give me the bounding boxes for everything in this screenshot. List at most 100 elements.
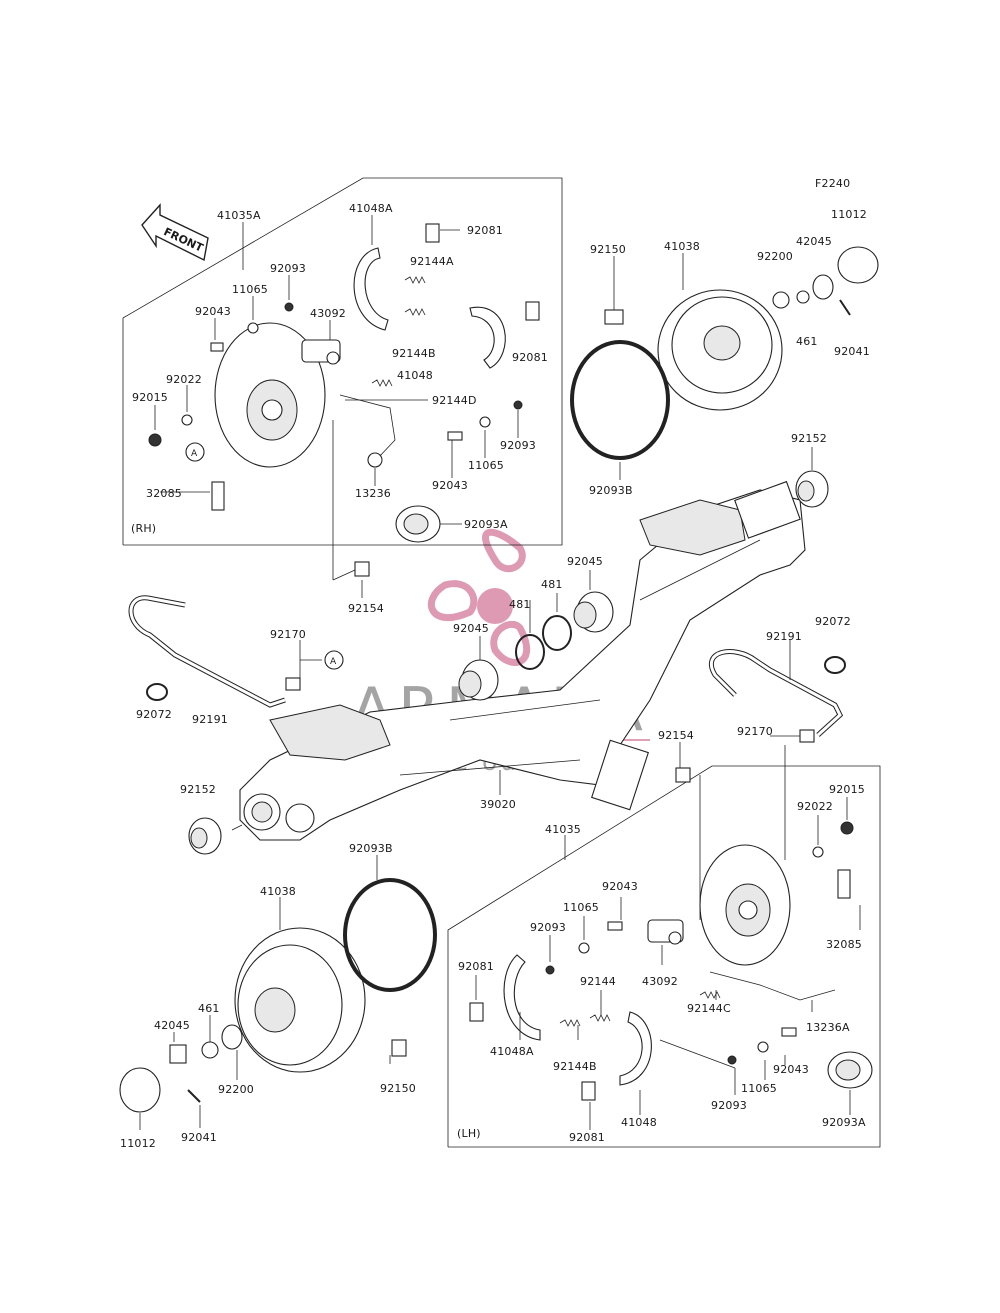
brake-drum-41038-top (657, 289, 783, 411)
brake-shoe-41048A-lh (503, 954, 541, 1041)
label-92144B-rh: 92144B (392, 347, 436, 360)
label-92093-lh-low: 92093 (711, 1099, 747, 1112)
label-41048-rh: 41048 (397, 369, 433, 382)
backing-plate-rh (214, 322, 326, 468)
figure-code: F2240 (815, 177, 850, 190)
label-41048A-rh: 41048A (349, 202, 393, 215)
label-92170-right: 92170 (737, 725, 773, 738)
label-41038-bot: 41038 (260, 885, 296, 898)
label-92200-top: 92200 (757, 250, 793, 263)
brake-shoe-41048A-rh (353, 247, 389, 331)
seal-92093B-bottom (343, 878, 437, 992)
hose-92191-right (708, 649, 844, 737)
label-92045-lower: 92045 (453, 622, 489, 635)
label-92081-lh-top: 92081 (458, 960, 494, 973)
springs-rh (371, 276, 426, 387)
label-92072-right: 92072 (815, 615, 851, 628)
bushing-92045-lower (458, 659, 499, 701)
label-92144B-lh: 92144B (553, 1060, 597, 1073)
label-92093A-rh: 92093A (464, 518, 508, 531)
hub-parts-top (604, 246, 879, 325)
label-92081-rh-top: 92081 (467, 224, 503, 237)
label-92154-right: 92154 (658, 729, 694, 742)
label-42045-bot: 42045 (154, 1019, 190, 1032)
wheel-cylinder-43092-rh (301, 339, 341, 365)
label-92043-rh-top: 92043 (195, 305, 231, 318)
lh-group-frame (447, 765, 881, 1148)
label-41038-top: 41038 (664, 240, 700, 253)
label-92081-rh-mid: 92081 (512, 351, 548, 364)
brake-shoe-41048-rh (469, 306, 506, 369)
small-parts-lh (469, 767, 873, 1101)
label-92144A: 92144A (410, 255, 454, 268)
label-92191-left: 92191 (192, 713, 228, 726)
ring-481-upper (542, 615, 572, 651)
clamp-92072-left (146, 683, 168, 701)
label-92093A-lh: 92093A (822, 1116, 866, 1129)
label-92170-left: 92170 (270, 628, 306, 641)
wheel-cylinder-43092-lh (647, 919, 684, 945)
clip-92170-right (799, 729, 815, 743)
axle-housing-39020 (239, 480, 806, 841)
label-92081-lh-bot: 92081 (569, 1131, 605, 1144)
label-92072-left: 92072 (136, 708, 172, 721)
collar-92152-left (188, 817, 222, 855)
label-43092-lh: 43092 (642, 975, 678, 988)
label-92093B-top: 92093B (589, 484, 633, 497)
label-41048-lh: 41048 (621, 1116, 657, 1129)
label-92154-mid: 92154 (348, 602, 384, 615)
label-11065-lh-low: 11065 (741, 1082, 777, 1095)
label-92015-lh: 92015 (829, 783, 865, 796)
ring-481-lower (515, 634, 545, 670)
label-32085-rh: 32085 (146, 487, 182, 500)
bushing-92045-upper (573, 591, 614, 633)
label-92093B-bot: 92093B (349, 842, 393, 855)
label-32085-lh: 32085 (826, 938, 862, 951)
label-461-bot: 461 (198, 1002, 220, 1015)
label-42045-top: 42045 (796, 235, 832, 248)
label-92041-top: 92041 (834, 345, 870, 358)
label-92043-lh-low: 92043 (773, 1063, 809, 1076)
label-43092-rh: 43092 (310, 307, 346, 320)
label-11012-bot: 11012 (120, 1137, 156, 1150)
label-461-top: 461 (796, 335, 818, 348)
label-92022-lh: 92022 (797, 800, 833, 813)
group-rh-label: (RH) (131, 522, 156, 535)
collar-92152-top (795, 470, 829, 508)
label-92152-top: 92152 (791, 432, 827, 445)
label-92043-lh-top: 92043 (602, 880, 638, 893)
label-92093-rh-low: 92093 (500, 439, 536, 452)
label-92152-left: 92152 (180, 783, 216, 796)
label-92144D: 92144D (432, 394, 477, 407)
hose-92191-left (128, 595, 286, 708)
label-92093-rh-top: 92093 (270, 262, 306, 275)
hub-parts-bottom (119, 1024, 407, 1113)
label-92045-upper: 92045 (567, 555, 603, 568)
front-arrow: FRONT (141, 203, 209, 262)
label-41035A: 41035A (217, 209, 261, 222)
label-481-lower: 481 (509, 598, 531, 611)
ref-a-rh-label: A (191, 449, 198, 459)
rh-group-frame (122, 177, 563, 546)
group-lh-label: (LH) (457, 1127, 481, 1140)
label-92191-right: 92191 (766, 630, 802, 643)
label-92041-bot: 92041 (181, 1131, 217, 1144)
clip-92170-left (285, 677, 301, 691)
label-92150-top: 92150 (590, 243, 626, 256)
ref-circle-a-rh: A (185, 442, 205, 462)
ref-a-mid-label: A (330, 657, 337, 667)
leader-lines (139, 215, 861, 1130)
propeller-logo (427, 528, 531, 666)
brake-shoe-41048-lh (619, 1011, 652, 1086)
label-11065-lh-top: 11065 (563, 901, 599, 914)
label-13236A: 13236A (806, 1021, 850, 1034)
lever-13236A (709, 971, 836, 1001)
label-92043-rh-low: 92043 (432, 479, 468, 492)
clamp-92072-right (824, 656, 846, 674)
ref-circle-a-mid: A (324, 650, 344, 670)
label-39020: 39020 (480, 798, 516, 811)
brake-drum-41038-bottom (234, 927, 366, 1073)
label-92200-bot: 92200 (218, 1083, 254, 1096)
